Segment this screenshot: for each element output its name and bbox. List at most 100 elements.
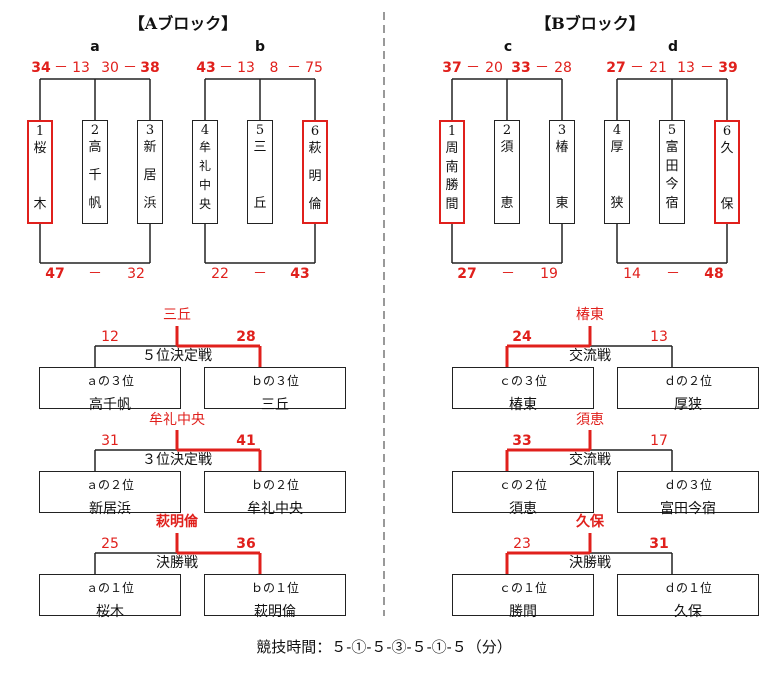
match-score-right: 28 — [236, 329, 256, 345]
team-box-niihama: 3 新居浜 — [137, 120, 163, 224]
team-number: 5 — [667, 123, 677, 138]
score: 13 — [72, 60, 90, 76]
score: 20 — [485, 60, 503, 76]
score: 8 — [269, 60, 279, 76]
score: 14 — [623, 266, 641, 282]
team-name-char: 木 — [33, 197, 47, 212]
match-score-right: 31 — [649, 536, 669, 552]
competitor-box: ａの１位 桜木 — [39, 574, 181, 620]
competitor-box: ｄの１位 久保 — [617, 574, 759, 620]
team-name-char: 桜 — [33, 141, 47, 157]
group-label-b: b — [254, 39, 266, 55]
team-box-sue: 2 須恵 — [494, 120, 520, 224]
team-box-shunan-katsuma: 1 周南勝間 — [439, 120, 465, 224]
match-score-right: 41 — [236, 433, 256, 449]
competitor-rank: ｂの３位 — [250, 374, 299, 388]
score: 21 — [649, 60, 667, 76]
score: 37 — [442, 60, 462, 76]
match-winner: 萩明倫 — [156, 514, 198, 530]
competitor-box: ａの３位 高千帆 — [39, 367, 181, 413]
team-number: 1 — [447, 124, 457, 139]
competitor-rank: ｂの２位 — [250, 478, 299, 492]
match-name: 決勝戦 — [154, 555, 200, 571]
team-box-kubo: 6 久保 — [714, 120, 740, 224]
competitor-rank: ｄの１位 — [663, 581, 712, 595]
score: 38 — [140, 60, 160, 76]
competitor-box: ｃの１位 勝間 — [452, 574, 594, 620]
match-name: 決勝戦 — [567, 555, 613, 571]
team-number: 4 — [612, 123, 622, 138]
competitor-rank: ａの２位 — [85, 478, 134, 492]
match-name: 交流戦 — [567, 452, 613, 468]
competitor-box: ｃの２位 須恵 — [452, 471, 594, 517]
competitor-box: ｂの２位 牟礼中央 — [204, 471, 346, 517]
block-title-b: 【Bブロック】 — [535, 14, 645, 33]
score: 27 — [606, 60, 626, 76]
team-number: 6 — [310, 124, 320, 139]
score: 43 — [290, 266, 310, 282]
team-box-tondaimajuku: 5 富田今宿 — [659, 120, 685, 224]
match-name: ５位決定戦 — [140, 348, 214, 364]
competitor-box: ｂの１位 萩明倫 — [204, 574, 346, 620]
competitor-team: 久保 — [674, 604, 702, 620]
score-dash: － — [501, 266, 515, 282]
competitor-team: 富田今宿 — [660, 501, 716, 517]
match-winner: 牟礼中央 — [149, 412, 205, 428]
competitor-box: ｄの３位 富田今宿 — [617, 471, 759, 517]
competitor-rank: ｂの１位 — [250, 581, 299, 595]
match-score-right: 17 — [650, 433, 668, 449]
team-box-hagimeirin: 6 萩明倫 — [302, 120, 328, 224]
match-name: ３位決定戦 — [140, 452, 214, 468]
match-score-left: 25 — [101, 536, 119, 552]
team-box-asa: 4 厚狭 — [604, 120, 630, 224]
competitor-box: ｄの２位 厚狭 — [617, 367, 759, 413]
team-box-takachiho: 2 高千帆 — [82, 120, 108, 224]
score: 32 — [127, 266, 145, 282]
score: 43 — [196, 60, 216, 76]
match-winner: 椿東 — [576, 307, 604, 323]
team-number: 3 — [145, 123, 155, 138]
competitor-team: 三丘 — [261, 397, 289, 413]
team-number: 2 — [90, 123, 100, 138]
score: 30 — [101, 60, 119, 76]
score-dash: － — [54, 60, 68, 76]
score-dash: － — [535, 60, 549, 76]
competitor-rank: ｄの２位 — [663, 374, 712, 388]
score: 39 — [718, 60, 738, 76]
competitor-team: 桜木 — [96, 604, 124, 620]
competitor-rank: ａの３位 — [85, 374, 134, 388]
competitor-team: 牟礼中央 — [247, 501, 303, 517]
score-dash: － — [123, 60, 137, 76]
score-dash: － — [466, 60, 480, 76]
competitor-box: ｃの３位 椿東 — [452, 367, 594, 413]
team-box-murechuo: 4 牟礼中央 — [192, 120, 218, 224]
competitor-team: 須恵 — [509, 501, 537, 517]
team-number: 2 — [502, 123, 512, 138]
score: 33 — [511, 60, 531, 76]
competitor-team: 新居浜 — [89, 501, 131, 517]
score-dash: － — [253, 266, 267, 282]
match-score-left: 31 — [101, 433, 119, 449]
block-title-a: 【Aブロック】 — [128, 14, 238, 33]
team-number: 5 — [255, 123, 265, 138]
score-dash: － — [700, 60, 714, 76]
score: 48 — [704, 266, 724, 282]
team-number: 4 — [200, 123, 210, 138]
score: 13 — [237, 60, 255, 76]
game-time-note: 競技時間：５-①-５-③-５-①-５（分） — [256, 638, 512, 656]
match-score-left: 12 — [101, 329, 119, 345]
team-box-sakuragi: 1 桜木 — [27, 120, 53, 224]
group-label-c: c — [503, 39, 513, 55]
competitor-rank: ｃの２位 — [498, 478, 547, 492]
match-score-right: 36 — [236, 536, 256, 552]
match-score-left: 24 — [512, 329, 532, 345]
match-score-right: 13 — [650, 329, 668, 345]
score: 34 — [31, 60, 51, 76]
score-dash: － — [666, 266, 680, 282]
team-box-mitsuo: 5 三丘 — [247, 120, 273, 224]
match-score-left: 33 — [512, 433, 532, 449]
score: 22 — [211, 266, 229, 282]
team-box-chinto: 3 椿東 — [549, 120, 575, 224]
